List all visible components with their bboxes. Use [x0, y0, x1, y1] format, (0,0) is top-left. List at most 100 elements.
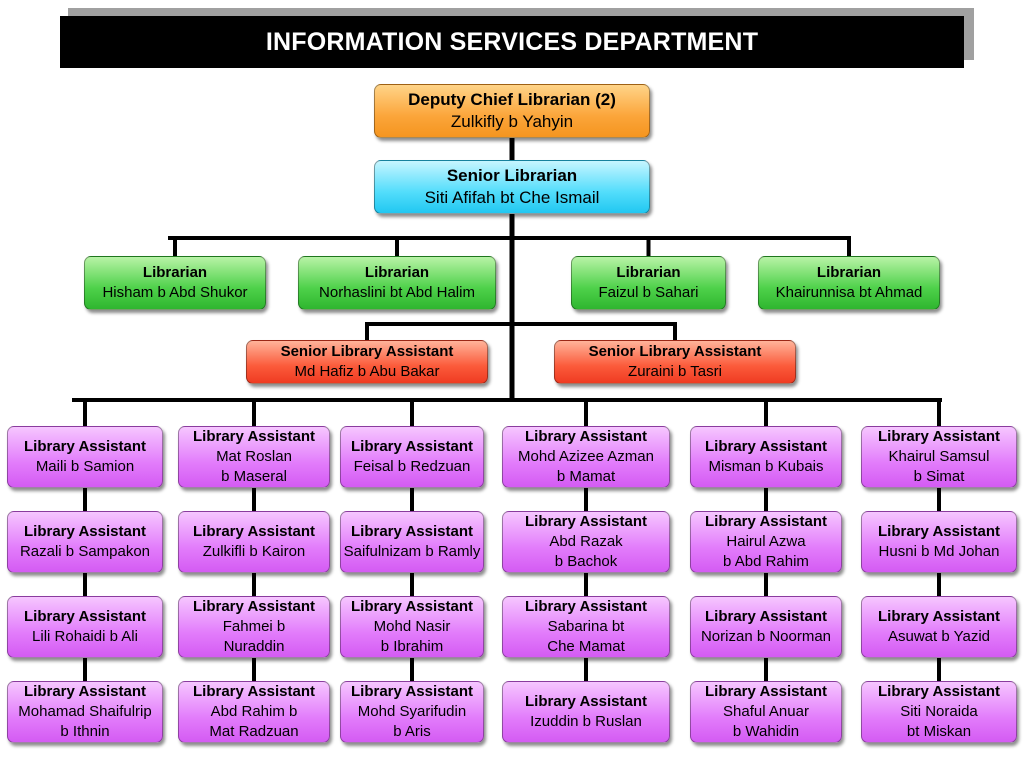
senior-library-assistant-box: Senior Library Assistant Md Hafiz b Abu B…	[246, 340, 488, 384]
node-name-line: b Abd Rahim	[723, 553, 809, 570]
node-title: Senior Library Assistant	[280, 343, 454, 360]
node-title: Deputy Chief Librarian (2)	[408, 90, 616, 109]
node-name-line: Maili b Samion	[35, 458, 135, 475]
node-name-line: Mat Radzuan	[209, 723, 299, 740]
node-title: Librarian	[142, 264, 208, 281]
node-name-line: Feisal b Redzuan	[353, 458, 471, 475]
node-title: Library Assistant	[24, 438, 146, 455]
node-title: Library Assistant	[24, 608, 146, 625]
node-title: Library Assistant	[351, 683, 473, 700]
node-name-line: Che Mamat	[547, 638, 625, 655]
department-title: INFORMATION SERVICES DEPARTMENT	[265, 27, 759, 56]
node-name-line: b Wahidin	[732, 723, 800, 740]
node-title: Library Assistant	[193, 598, 315, 615]
node-title: Library Assistant	[878, 608, 1000, 625]
node-name-line: Md Hafiz b Abu Bakar	[294, 363, 440, 380]
node-name-line: b Aris	[393, 723, 431, 740]
node-name-line: Husni b Md Johan	[878, 543, 1000, 560]
node-title: Library Assistant	[24, 523, 146, 540]
node-name-line: Razali b Sampakon	[19, 543, 151, 560]
node-title: Library Assistant	[525, 513, 647, 530]
node-title: Library Assistant	[705, 683, 827, 700]
node-name-line: Mohd Syarifudin	[357, 703, 467, 720]
node-title: Library Assistant	[525, 693, 647, 710]
node-title: Senior Library Assistant	[588, 343, 762, 360]
node-name-line: Shaful Anuar	[723, 703, 809, 720]
node-title: Library Assistant	[878, 523, 1000, 540]
node-name-line: Fahmei b	[222, 618, 286, 635]
node-title: Library Assistant	[705, 513, 827, 530]
node-name-line: Khairul Samsul	[888, 448, 990, 465]
node-name-line: b Bachok	[554, 553, 618, 570]
node-title: Library Assistant	[351, 438, 473, 455]
node-title: Library Assistant	[878, 428, 1000, 445]
node-title: Library Assistant	[24, 683, 146, 700]
node-title: Library Assistant	[351, 598, 473, 615]
node-title: Library Assistant	[351, 523, 473, 540]
node-name-line: Norhaslini bt Abd Halim	[319, 284, 475, 301]
node-name-line: Khairunnisa bt Ahmad	[775, 284, 923, 301]
node-name-line: b Simat	[913, 468, 965, 485]
department-banner: INFORMATION SERVICES DEPARTMENT	[60, 16, 964, 68]
node-name-line: b Mamat	[556, 468, 616, 485]
node-title: Library Assistant	[193, 683, 315, 700]
node-name-line: Mohd Azizee Azman	[518, 448, 654, 465]
node-name-line: Sabarina bt	[547, 618, 625, 635]
node-name-line: Zulkifli b Kairon	[202, 543, 306, 560]
node-title: Librarian	[364, 264, 430, 281]
node-title: Library Assistant	[193, 428, 315, 445]
node-name-line: Hisham b Abd Shukor	[102, 284, 248, 301]
node-title: Librarian	[816, 264, 882, 281]
node-name-line: Norizan b Noorman	[700, 628, 832, 645]
node-name-line: Siti Afifah bt Che Ismail	[424, 188, 600, 207]
node-name-line: Saifulnizam b Ramly	[343, 543, 481, 560]
node-name-line: Hairul Azwa	[726, 533, 806, 550]
node-name-line: b Ithnin	[60, 723, 110, 740]
node-title: Library Assistant	[525, 598, 647, 615]
node-name-line: Lili Rohaidi b Ali	[32, 628, 138, 645]
node-name-line: Faizul b Sahari	[598, 284, 699, 301]
node-title: Librarian	[616, 264, 681, 281]
node-name-line: Zuraini b Tasri	[628, 363, 722, 380]
node-name-line: Zulkifly b Yahyin	[450, 112, 574, 131]
node-name-line: Misman b Kubais	[708, 458, 824, 475]
node-name-line: Siti Noraida	[900, 703, 978, 720]
node-name-line: Asuwat b Yazid	[887, 628, 990, 645]
node-name-line: Abd Rahim b	[210, 703, 298, 720]
node-title: Library Assistant	[193, 523, 315, 540]
node-name-line: bt Miskan	[906, 723, 972, 740]
node-title: Library Assistant	[705, 438, 827, 455]
node-name-line: b Ibrahim	[380, 638, 444, 655]
node-title: Senior Librarian	[446, 166, 578, 185]
node-title: Library Assistant	[878, 683, 1000, 700]
